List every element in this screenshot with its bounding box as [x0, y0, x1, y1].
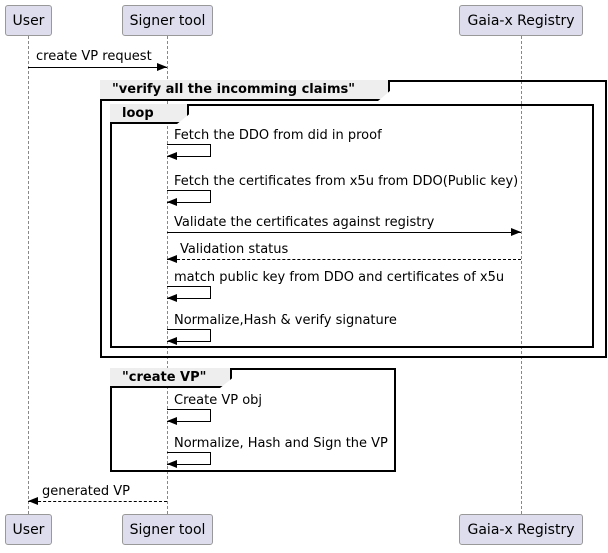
participant-gaia-x-registry-bottom-label: Gaia-x Registry [467, 521, 575, 538]
message-line-validate-certificates [167, 232, 521, 233]
message-label-normalize-hash-sign: Normalize, Hash and Sign the VP [174, 436, 388, 451]
message-label-validate-certificates: Validate the certificates against regist… [174, 215, 435, 230]
frame-header-verify-claims-label: "verify all the incomming claims" [112, 82, 356, 97]
lifeline-gaia-x-registry [521, 36, 522, 514]
message-label-create-vp-request: create VP request [36, 49, 152, 64]
message-label-fetch-certificates: Fetch the certificates from x5u from DDO… [174, 174, 519, 189]
participant-signer-tool-top-label: Signer tool [129, 12, 206, 29]
participant-signer-tool-bottom-label: Signer tool [129, 521, 206, 538]
message-self-loop-create-vp-obj [167, 409, 211, 422]
arrow-head-normalize-hash-verify [167, 337, 177, 345]
frame-header-loop-label: loop [122, 105, 154, 121]
arrow-head-match-public-key [167, 294, 177, 302]
participant-signer-tool-bottom[interactable]: Signer tool [122, 514, 213, 545]
arrow-head-fetch-ddo [167, 152, 177, 160]
message-self-loop-match-public-key [167, 286, 211, 299]
frame-header-create-vp-label: "create VP" [122, 369, 207, 385]
arrow-head-create-vp-request [157, 63, 167, 71]
message-self-loop-normalize-hash-verify [167, 329, 211, 342]
message-line-validation-status [167, 259, 521, 260]
arrow-head-normalize-hash-sign [167, 460, 177, 468]
lifeline-user [28, 36, 29, 514]
participant-gaia-x-registry-top-label: Gaia-x Registry [467, 12, 575, 29]
arrow-head-validate-certificates [511, 228, 521, 236]
participant-user-bottom[interactable]: User [5, 514, 52, 545]
arrow-head-validation-status [167, 255, 177, 263]
message-label-fetch-ddo: Fetch the DDO from did in proof [174, 128, 382, 143]
arrow-head-fetch-certificates [167, 198, 177, 206]
arrow-head-generated-vp [28, 497, 38, 505]
arrow-head-create-vp-obj [167, 417, 177, 425]
message-label-create-vp-obj: Create VP obj [174, 393, 263, 408]
message-label-normalize-hash-verify: Normalize,Hash & verify signature [174, 313, 397, 328]
participant-gaia-x-registry-bottom[interactable]: Gaia-x Registry [459, 514, 583, 545]
frame-loop [110, 104, 594, 348]
message-label-validation-status: Validation status [180, 242, 289, 257]
participant-user-top[interactable]: User [5, 5, 52, 36]
message-label-generated-vp: generated VP [42, 484, 131, 499]
message-line-generated-vp [28, 501, 167, 502]
frame-header-verify-claims: "verify all the incomming claims" [100, 80, 390, 101]
message-self-loop-fetch-ddo [167, 144, 211, 157]
frame-header-create-vp: "create VP" [110, 368, 232, 388]
message-self-loop-fetch-certificates [167, 190, 211, 203]
frame-header-loop: loop [110, 104, 189, 124]
lifeline-signer-tool [167, 36, 168, 514]
frame-create-vp [110, 368, 396, 472]
participant-gaia-x-registry-top[interactable]: Gaia-x Registry [459, 5, 583, 36]
message-self-loop-normalize-hash-sign [167, 452, 211, 465]
message-line-create-vp-request [28, 67, 167, 68]
participant-signer-tool-top[interactable]: Signer tool [122, 5, 213, 36]
message-label-match-public-key: match public key from DDO and certificat… [174, 270, 505, 285]
participant-user-top-label: User [12, 12, 45, 29]
participant-user-bottom-label: User [12, 521, 45, 538]
